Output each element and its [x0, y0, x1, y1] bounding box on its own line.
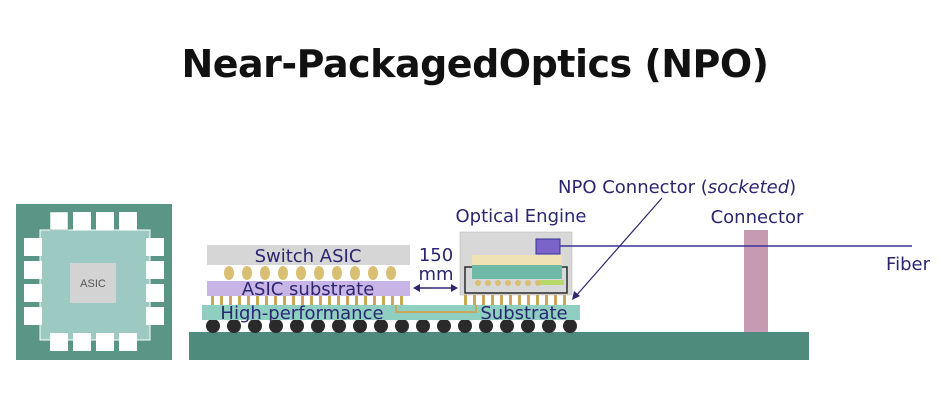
pad: [24, 307, 42, 325]
solder-ball: [227, 319, 241, 333]
engine-layer: [472, 255, 562, 265]
solder-ball: [542, 319, 556, 333]
solder-ball: [395, 319, 409, 333]
diagram-title: Near-PackagedOptics (NPO): [181, 42, 769, 86]
solder-ball: [479, 319, 493, 333]
solder-ball: [374, 319, 388, 333]
pad: [146, 261, 164, 279]
distance-arrow: [413, 284, 458, 292]
npo-connector-label: NPO Connector (socketed): [558, 177, 796, 198]
high-performance-label: High-performance: [220, 303, 383, 324]
distance-unit: mm: [418, 264, 453, 285]
pad: [50, 333, 68, 351]
asic-die: [70, 263, 116, 303]
engine-pad: [540, 280, 564, 285]
solder-balls: [206, 319, 577, 333]
optical-engine-label: Optical Engine: [456, 206, 587, 227]
distance-value: 150: [419, 245, 453, 266]
pad: [96, 212, 114, 230]
npo-connector-close: ): [789, 177, 796, 198]
solder-ball: [269, 319, 283, 333]
fiber-label: Fiber: [886, 254, 931, 275]
solder-ball: [563, 319, 577, 333]
main-board: [189, 332, 809, 360]
substrate-label: Substrate: [480, 303, 567, 324]
pad: [146, 307, 164, 325]
npo-connector-text: NPO Connector (: [558, 177, 708, 198]
asic-die-label: ASIC: [80, 278, 106, 290]
pad: [24, 261, 42, 279]
npo-connector-socketed: socketed: [708, 177, 790, 198]
switch-asic-label: Switch ASIC: [255, 246, 362, 267]
pad: [49, 211, 69, 231]
pad: [24, 238, 42, 256]
solder-ball: [353, 319, 367, 333]
npo-connector-leader: [574, 197, 663, 298]
optical-engine: [459, 231, 573, 296]
npo-connector-arrowhead: [572, 291, 580, 300]
solder-ball: [206, 319, 220, 333]
switch-asic: [207, 245, 410, 265]
pad: [119, 212, 137, 230]
solder-ball: [311, 319, 325, 333]
solder-ball: [290, 319, 304, 333]
npo-connector-port: [535, 238, 561, 255]
engine-die: [472, 265, 562, 279]
connector-label: Connector: [711, 207, 804, 228]
pad: [96, 333, 114, 351]
substrate-trace: [395, 305, 477, 313]
solder-ball: [458, 319, 472, 333]
solder-ball: [500, 319, 514, 333]
pad: [146, 238, 164, 256]
solder-ball: [416, 319, 430, 333]
asic-bumps: [224, 266, 396, 280]
engine-pins: [464, 295, 566, 305]
high-performance-substrate: [202, 305, 580, 320]
engine-bumps: [475, 280, 541, 286]
pad: [73, 333, 91, 351]
pad: [119, 333, 137, 351]
pad: [73, 212, 91, 230]
solder-ball: [521, 319, 535, 333]
solder-ball: [332, 319, 346, 333]
asic-core-area: [39, 229, 151, 341]
solder-ball: [437, 319, 451, 333]
pad: [24, 284, 42, 302]
pad: [146, 284, 164, 302]
asic-substrate-label: ASIC substrate: [242, 279, 375, 300]
solder-ball: [248, 319, 262, 333]
asic-substrate: [207, 281, 410, 296]
asic-package-top-view: ASIC: [16, 204, 172, 360]
connector-post: [744, 230, 768, 332]
asic-substrate-pins: [211, 296, 403, 305]
